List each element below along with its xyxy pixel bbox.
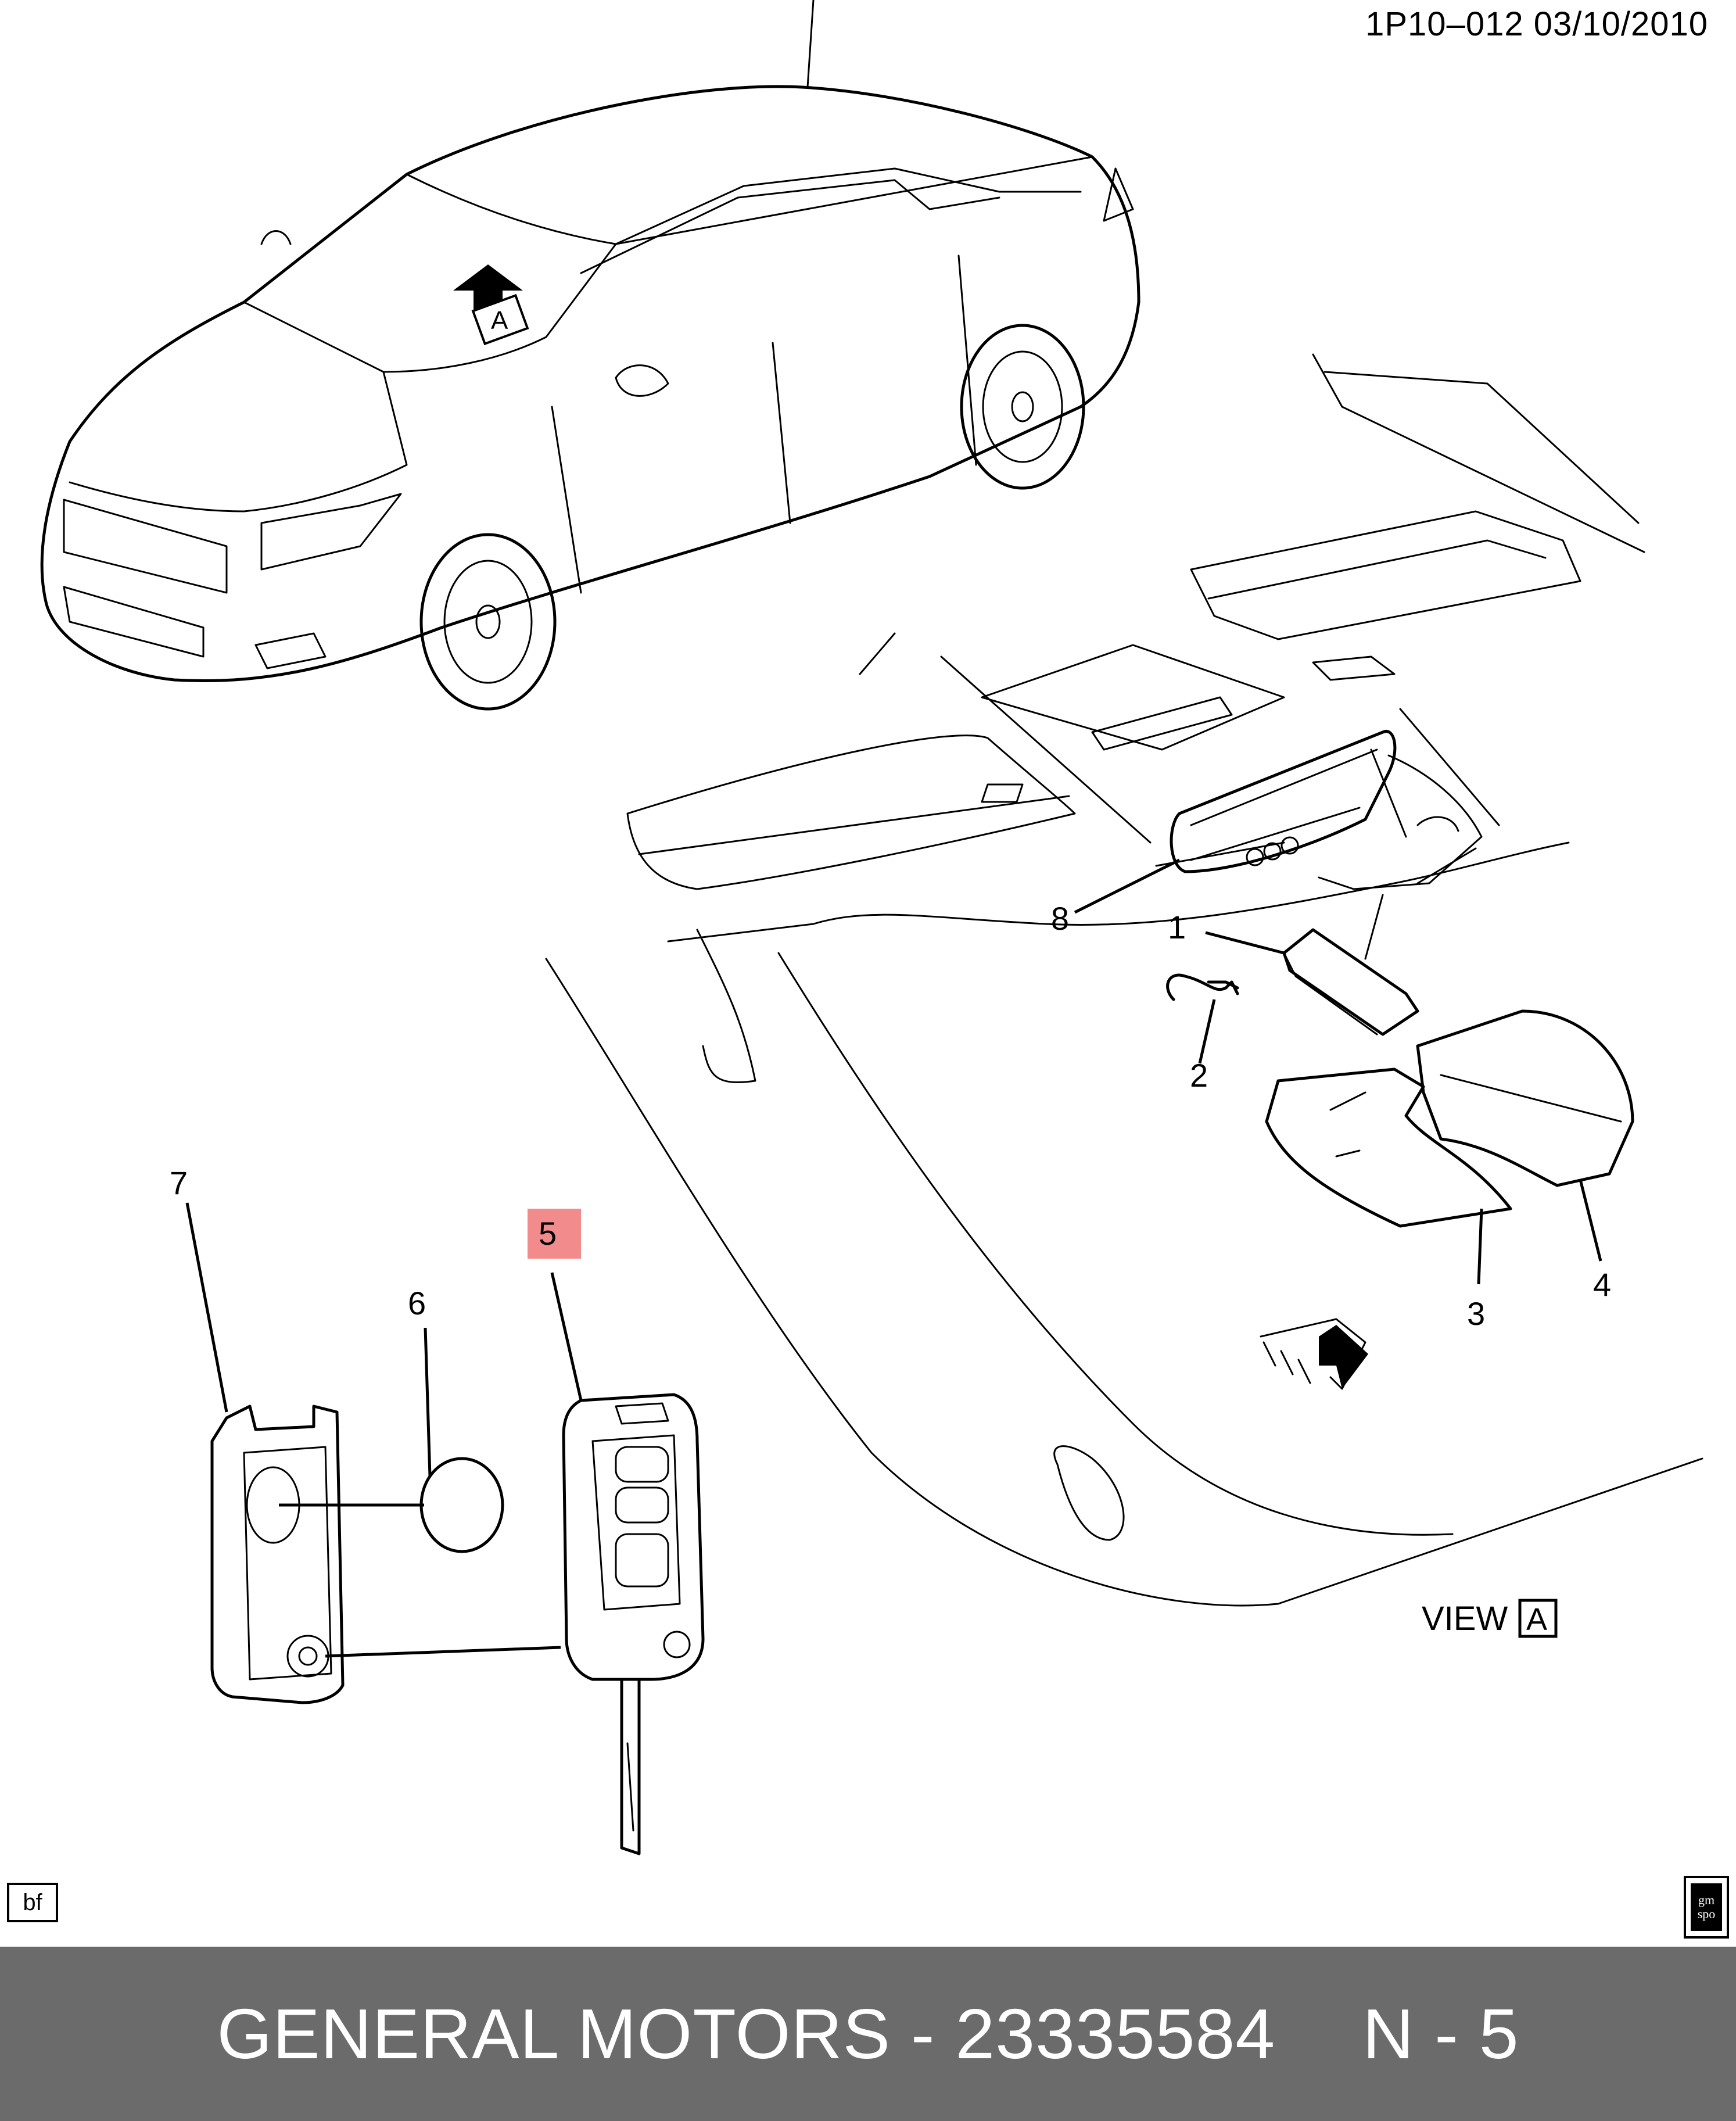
battery-part [419, 1457, 504, 1553]
view-letter-box [1518, 1599, 1558, 1638]
module-part [1282, 894, 1419, 1036]
footer-page: N - 5 [1362, 1994, 1519, 2073]
headliner-illustration [545, 353, 1703, 1607]
gm-spo-logo: gm spo [1684, 1876, 1729, 1939]
gm-spo-logo-inner: gm spo [1691, 1883, 1722, 1931]
callout-1: 1 [1168, 909, 1186, 945]
car-illustration: A [40, 0, 1140, 711]
callout-7: 7 [170, 1165, 188, 1201]
callout-2: 2 [1190, 1057, 1208, 1094]
logo-line-1: gm [1698, 1893, 1715, 1907]
rearview-mirror-part [1170, 730, 1483, 890]
callout-3: 3 [1467, 1295, 1485, 1332]
view-letter: A [1526, 1602, 1547, 1637]
mirror-cover-rear-part [1416, 1009, 1634, 1187]
callout-5: 5 [539, 1215, 557, 1252]
callout-6: 6 [408, 1285, 426, 1321]
parts-diagram: A [40, 0, 1703, 1855]
corner-tag-text: bf [23, 1889, 42, 1915]
fob-housing-part [210, 1405, 345, 1704]
mirror-cover-front-part [1265, 1067, 1512, 1228]
front-direction-marker [1260, 1318, 1368, 1390]
footer-bar: GENERAL MOTORS - 23335584 N - 5 [0, 1947, 1736, 2121]
diagram-svg: A [40, 0, 1703, 1855]
view-arrow-label: A [491, 306, 508, 335]
footer-brand-part: GENERAL MOTORS - 23335584 [217, 1994, 1276, 2073]
drawing-code: 1P10–012 03/10/2010 [1365, 5, 1708, 43]
logo-line-2: spo [1697, 1907, 1716, 1921]
key-fob-part [562, 1393, 705, 1855]
callout-4: 4 [1593, 1266, 1611, 1303]
callout-5-highlight [528, 1209, 581, 1259]
corner-tag: bf [7, 1883, 58, 1922]
callout-leaders [185, 858, 1602, 1658]
view-label: VIEW [1422, 1600, 1508, 1638]
wire-harness-part [1166, 973, 1239, 1001]
callout-8: 8 [1051, 900, 1069, 937]
